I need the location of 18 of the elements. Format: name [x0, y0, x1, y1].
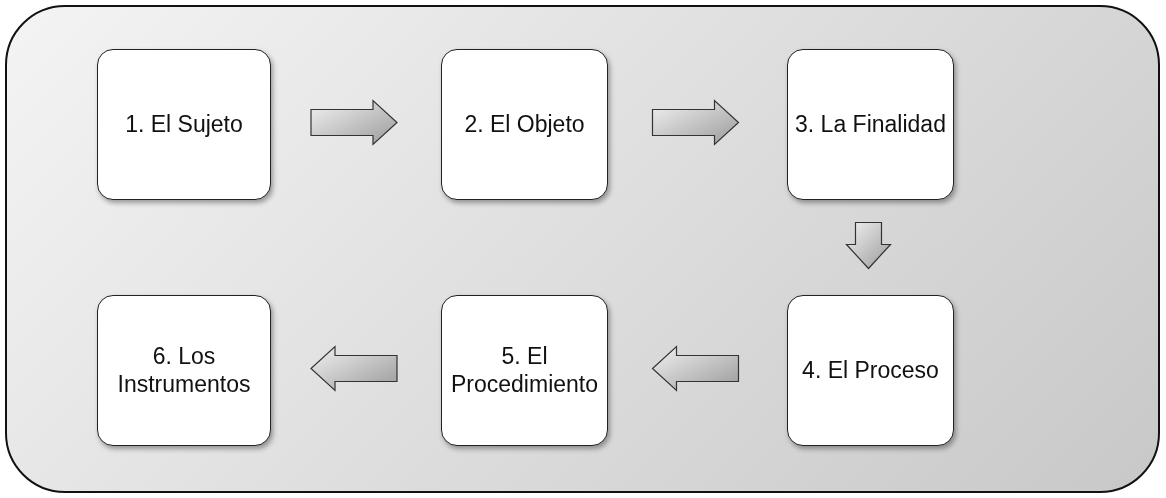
block-arrow [651, 99, 740, 146]
step-label: 6. Los Instrumentos [116, 342, 252, 399]
process-box [441, 295, 608, 446]
block-arrow [310, 345, 398, 392]
background-panel [5, 5, 1160, 493]
process-box [97, 49, 271, 200]
step-label: 5. El Procedimiento [450, 342, 599, 399]
process-box [787, 295, 954, 446]
step-label: 2. El Objeto [463, 110, 586, 139]
step-label: 1. El Sujeto [124, 110, 244, 139]
step-label: 4. El Proceso [801, 356, 940, 385]
process-box [441, 49, 608, 200]
block-arrow [651, 345, 740, 392]
process-box [787, 49, 954, 200]
block-arrow [310, 99, 398, 146]
process-box [97, 295, 271, 446]
step-label: 3. La Finalidad [794, 110, 947, 139]
block-arrow [845, 221, 892, 270]
